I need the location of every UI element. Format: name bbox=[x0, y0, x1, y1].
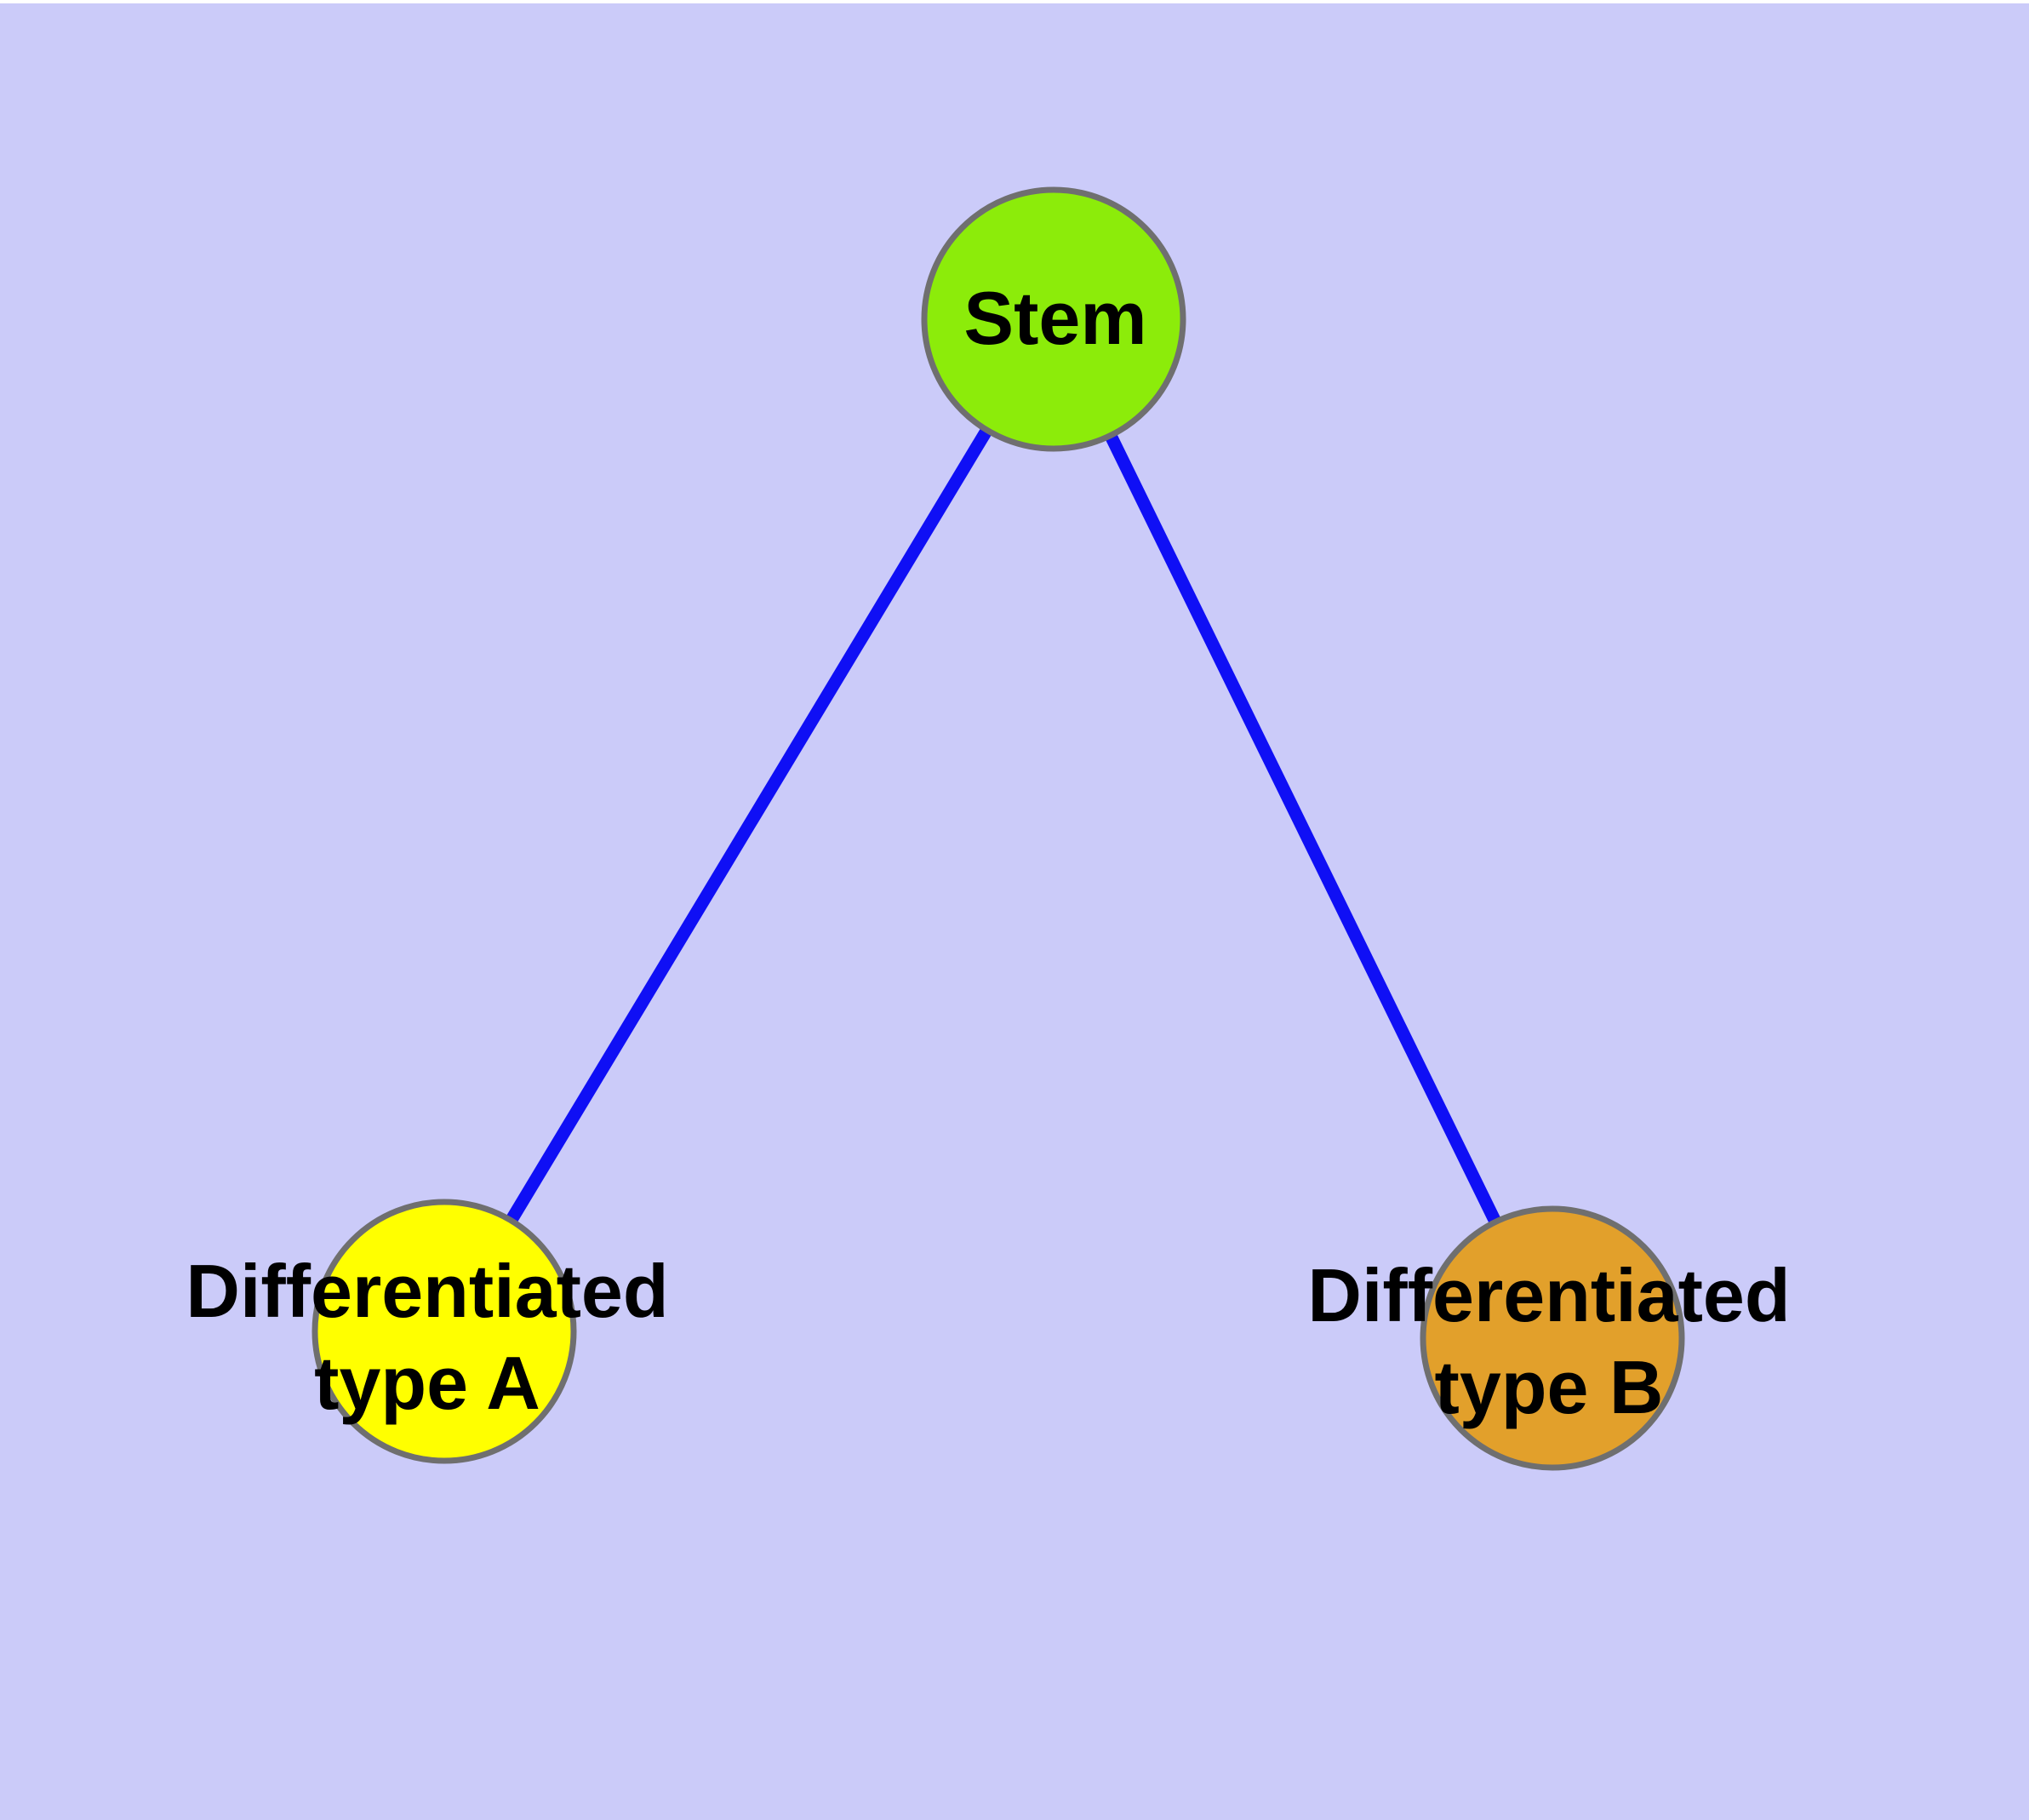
type-b-node-circle bbox=[1420, 1205, 1685, 1471]
edge-stem-to-type-a bbox=[438, 316, 1060, 1335]
type-b-node-label-line1: Differentiated bbox=[1307, 1253, 1790, 1337]
type-a-node-label-line1: Differentiated bbox=[186, 1249, 668, 1333]
type-a-node-label-line2: type A bbox=[314, 1341, 540, 1425]
type-b-node-label-line2: type B bbox=[1435, 1345, 1664, 1429]
stem-node-circle bbox=[921, 186, 1186, 452]
stem-node-label: Stem bbox=[963, 276, 1146, 360]
edge-stem-to-type-b bbox=[1048, 316, 1558, 1342]
type-a-node-circle bbox=[311, 1199, 577, 1464]
